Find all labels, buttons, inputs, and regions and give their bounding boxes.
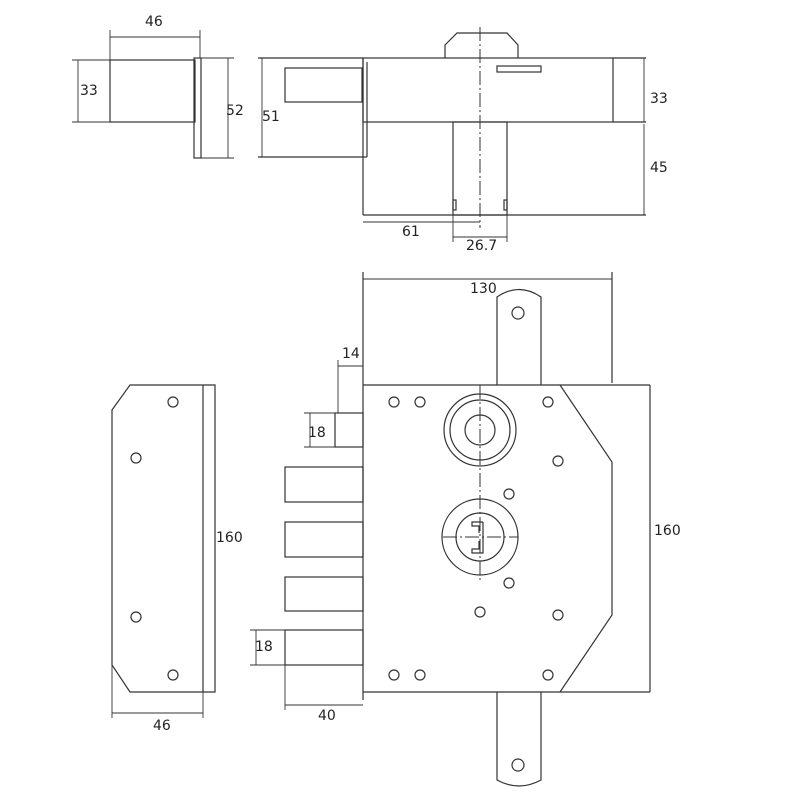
faceplate-view: 160 46: [111, 384, 243, 734]
dim-faceplate-width: 46: [153, 718, 171, 734]
dim-bolt-throw: 40: [318, 708, 336, 724]
dim-top-cylinder-depth: 45: [650, 160, 668, 176]
dim-top-backset: 61: [402, 224, 420, 240]
top-view: 51 33 45 61 26.7: [258, 27, 668, 254]
dim-side-height: 33: [80, 83, 98, 99]
mounting-holes: [388, 396, 564, 681]
dim-bolt-small-height: 18: [308, 425, 326, 441]
dim-faceplate-height: 160: [216, 530, 243, 546]
dim-front-width: 130: [470, 281, 497, 297]
dim-bolt-offset: 14: [342, 346, 360, 362]
dim-top-total-height: 51: [262, 109, 280, 125]
dim-side-width: 46: [145, 14, 163, 30]
front-view: 130 14 18 18 40 160: [250, 272, 681, 787]
dim-bolt-height: 18: [255, 639, 273, 655]
side-view: 46 33 52: [72, 14, 244, 159]
dim-top-body-height: 33: [650, 91, 668, 107]
dim-side-plate-height: 52: [226, 103, 244, 119]
dim-front-height: 160: [654, 523, 681, 539]
dim-top-cylinder-width: 26.7: [466, 238, 497, 254]
